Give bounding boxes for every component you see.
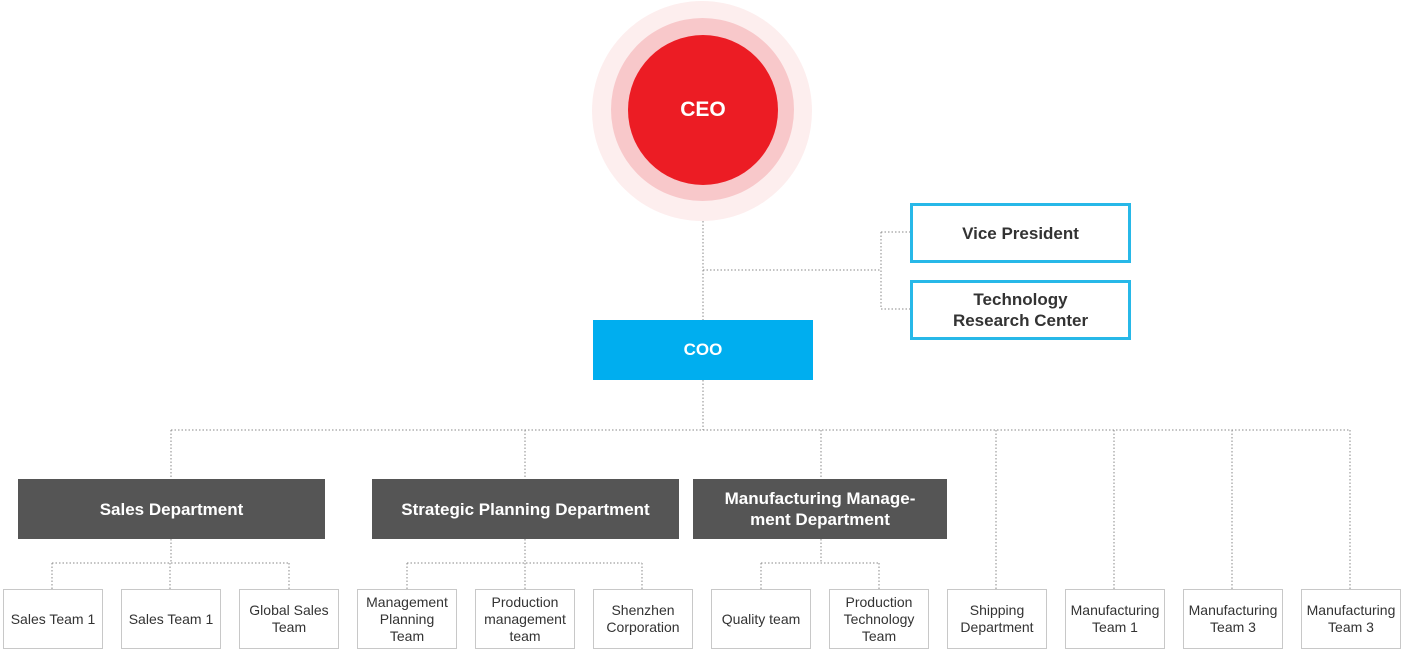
team-label: Manufacturing Team 1 [1070,602,1160,635]
team-box-production-technology-team: Production Technology Team [829,589,929,649]
team-label: Sales Team 1 [10,610,96,627]
team-box-manufacturing-team-3b: Manufacturing Team 3 [1301,589,1401,649]
manufacturing-management-department-label: Manufacturing Manage- ment Department [724,489,916,529]
vice-president-label: Vice President [962,223,1079,243]
coo-node: COO [593,320,813,380]
team-label: Production management team [484,593,566,644]
team-box-global-sales-team: Global Sales Team [239,589,339,649]
team-label: Shipping Department [960,602,1034,635]
team-box-management-planning-team: Management Planning Team [357,589,457,649]
team-label: Global Sales Team [249,602,329,635]
team-label: Quality team [721,610,801,627]
technology-research-center-label: Technology Research Center [952,290,1089,330]
team-box-production-management-team: Production management team [475,589,575,649]
sales-department-label: Sales Department [99,499,244,519]
team-label: Shenzhen Corporation [606,602,680,635]
coo-label: COO [683,340,723,359]
team-label: Manufacturing Team 3 [1188,602,1278,635]
strategic-planning-department-label: Strategic Planning Department [401,499,650,519]
technology-research-center-box: Technology Research Center [910,280,1131,340]
team-label: Management Planning Team [366,593,448,644]
team-box-shipping-department: Shipping Department [947,589,1047,649]
team-label: Production Technology Team [843,593,915,644]
team-label: Sales Team 1 [128,610,214,627]
team-box-sales-team-1b: Sales Team 1 [121,589,221,649]
team-label: Manufacturing Team 3 [1306,602,1396,635]
team-box-manufacturing-team-1: Manufacturing Team 1 [1065,589,1165,649]
manufacturing-management-department-box: Manufacturing Manage- ment Department [693,479,947,539]
team-box-quality-team: Quality team [711,589,811,649]
ceo-node: CEO [628,35,778,185]
team-box-manufacturing-team-3: Manufacturing Team 3 [1183,589,1283,649]
team-box-sales-team-1: Sales Team 1 [3,589,103,649]
ceo-label: CEO [680,98,726,121]
strategic-planning-department-box: Strategic Planning Department [372,479,679,539]
vice-president-box: Vice President [910,203,1131,263]
team-box-shenzhen-corporation: Shenzhen Corporation [593,589,693,649]
sales-department-box: Sales Department [18,479,325,539]
